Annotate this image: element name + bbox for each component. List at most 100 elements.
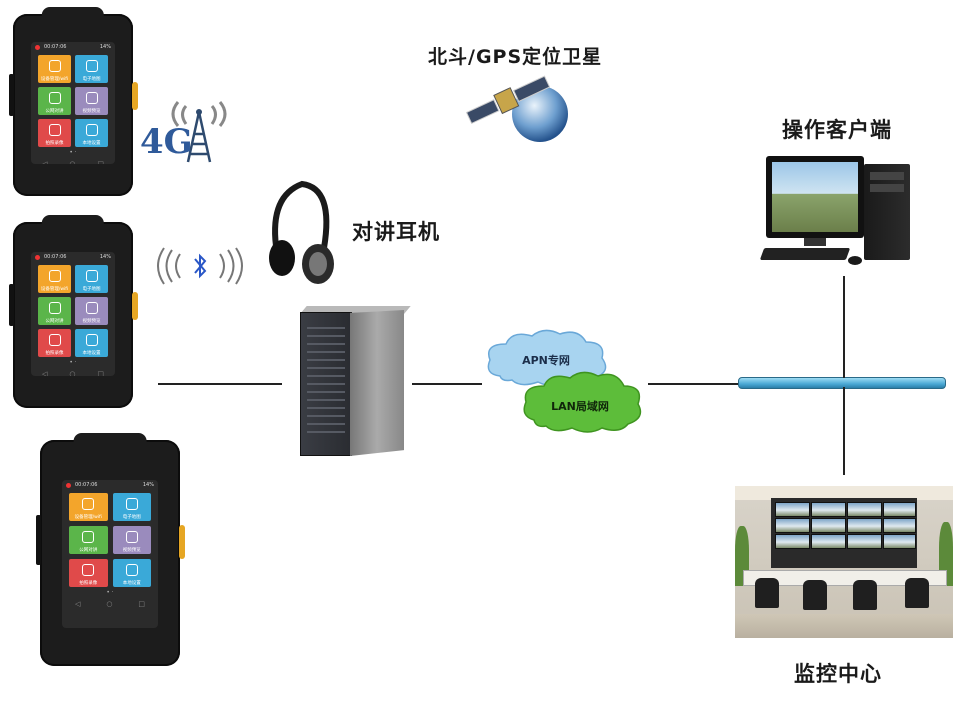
network-bus-bar bbox=[738, 377, 946, 389]
device-time: 00:07:06 bbox=[75, 482, 98, 488]
app-tile-label: 设备管理/wifi bbox=[74, 515, 102, 520]
app-tile[interactable]: 本地设置 bbox=[112, 559, 151, 587]
app-tile-label: 电子地图 bbox=[82, 287, 101, 292]
app-grid: 设备管理/wifi 电子地图公网对讲 视频预览拍照录像 本地设置 bbox=[31, 52, 115, 147]
app-tile-label: 设备管理/wifi bbox=[40, 287, 69, 292]
app-tile-label: 电子地图 bbox=[122, 515, 141, 520]
app-tile-label: 视频预览 bbox=[82, 319, 101, 324]
app-grid: 设备管理/wifi 电子地图公网对讲 视频预览拍照录像 本地设置 bbox=[62, 490, 158, 587]
nav-button[interactable]: □ bbox=[97, 160, 104, 164]
app-tile-label: 本地设置 bbox=[82, 351, 101, 356]
app-icon bbox=[82, 564, 95, 576]
app-tile[interactable]: 公网对讲 bbox=[38, 297, 71, 325]
app-tile[interactable]: 视频预览 bbox=[75, 297, 108, 325]
body-camera-device-3: 00:07:06 14% 设备管理/wifi 电子地图公网对讲 视频预览拍照录像 本地设… bbox=[36, 433, 185, 666]
device-time: 00:07:06 bbox=[44, 254, 67, 260]
nav-button[interactable]: ○ bbox=[69, 160, 76, 164]
app-icon bbox=[82, 498, 95, 510]
app-tile[interactable]: 拍照录像 bbox=[69, 559, 108, 587]
app-tile-label: 拍照录像 bbox=[45, 141, 64, 146]
app-tile[interactable]: 设备管理/wifi bbox=[69, 493, 108, 521]
lan-network-cloud: LAN局域网 bbox=[518, 368, 646, 436]
apn-network-cloud: APN专网 bbox=[482, 326, 612, 390]
client-label: 操作客户端 bbox=[782, 118, 892, 142]
body-camera-device-1: 00:07:06 14% 设备管理/wifi 电子地图公网对讲 视频预览拍照录像 本地设… bbox=[9, 7, 138, 196]
app-icon bbox=[48, 334, 61, 346]
battery-level: 14% bbox=[142, 482, 154, 488]
app-tile-label: 拍照录像 bbox=[45, 351, 64, 356]
app-tile[interactable]: 电子地图 bbox=[75, 265, 108, 293]
app-icon bbox=[85, 302, 98, 314]
link-bus-client bbox=[843, 276, 845, 378]
link-bus-monitoring bbox=[843, 387, 845, 475]
battery-level: 14% bbox=[99, 254, 111, 260]
app-tile[interactable]: 视频预览 bbox=[75, 87, 108, 115]
app-tile-label: 本地设置 bbox=[82, 141, 101, 146]
nav-button[interactable]: ○ bbox=[106, 600, 113, 608]
pc-tower bbox=[864, 164, 910, 260]
lan-label: LAN局域网 bbox=[551, 399, 609, 413]
app-tile-label: 视频预览 bbox=[122, 548, 141, 553]
app-tile[interactable]: 设备管理/wifi bbox=[38, 265, 71, 293]
nav-button[interactable]: ◁ bbox=[74, 600, 81, 608]
device-time: 00:07:06 bbox=[44, 44, 67, 50]
app-icon bbox=[85, 270, 98, 282]
app-tile[interactable]: 本地设置 bbox=[75, 329, 108, 357]
app-tile[interactable]: 拍照录像 bbox=[38, 329, 71, 357]
app-tile[interactable]: 电子地图 bbox=[112, 493, 151, 521]
app-grid: 设备管理/wifi 电子地图公网对讲 视频预览拍照录像 本地设置 bbox=[31, 262, 115, 357]
app-tile-label: 公网对讲 bbox=[79, 548, 98, 553]
app-tile[interactable]: 设备管理/wifi bbox=[38, 55, 71, 83]
device-screen: 00:07:06 14% 设备管理/wifi 电子地图公网对讲 视频预览拍照录像 本地设… bbox=[31, 42, 115, 164]
pc-monitor bbox=[766, 156, 864, 238]
app-icon bbox=[48, 92, 61, 104]
network-4g-badge: 4G bbox=[138, 100, 238, 170]
device-screen: 00:07:06 14% 设备管理/wifi 电子地图公网对讲 视频预览拍照录像 本地设… bbox=[31, 252, 115, 376]
app-icon bbox=[48, 270, 61, 282]
nav-button[interactable]: ◁ bbox=[41, 370, 48, 376]
record-dot-icon bbox=[35, 254, 40, 260]
nav-bar: ◁ ○ □ bbox=[31, 370, 115, 376]
app-icon bbox=[82, 531, 95, 543]
app-tile[interactable]: 本地设置 bbox=[75, 119, 108, 147]
pc-mouse bbox=[848, 256, 862, 265]
app-tile[interactable]: 电子地图 bbox=[75, 55, 108, 83]
app-icon bbox=[85, 60, 98, 72]
device-screen: 00:07:06 14% 设备管理/wifi 电子地图公网对讲 视频预览拍照录像 本地设… bbox=[62, 480, 158, 628]
satellite-icon bbox=[462, 72, 574, 146]
nav-button[interactable]: □ bbox=[138, 600, 145, 608]
app-tile[interactable]: 视频预览 bbox=[112, 526, 151, 554]
nav-button[interactable]: ◁ bbox=[41, 160, 48, 164]
bluetooth-icon bbox=[194, 253, 207, 279]
link-cloud-bus bbox=[648, 383, 740, 385]
battery-level: 14% bbox=[99, 44, 111, 50]
nav-bar: ◁ ○ □ bbox=[31, 160, 115, 164]
nav-bar: ◁ ○ □ bbox=[62, 600, 158, 608]
network-4g-label: 4G bbox=[140, 122, 193, 162]
operator-pc bbox=[756, 152, 916, 270]
link-devices-server bbox=[158, 383, 282, 385]
app-tile-label: 视频预览 bbox=[82, 109, 101, 114]
app-tile-label: 拍照录像 bbox=[79, 581, 98, 586]
app-tile[interactable]: 公网对讲 bbox=[38, 87, 71, 115]
app-icon bbox=[48, 60, 61, 72]
bluetooth-signal bbox=[150, 246, 250, 286]
app-tile-label: 设备管理/wifi bbox=[40, 77, 69, 82]
app-tile[interactable]: 公网对讲 bbox=[69, 526, 108, 554]
monitoring-center-image bbox=[735, 486, 953, 638]
antenna-icon bbox=[171, 101, 227, 163]
app-tile[interactable]: 拍照录像 bbox=[38, 119, 71, 147]
monitoring-label: 监控中心 bbox=[794, 662, 882, 686]
app-tile-label: 电子地图 bbox=[82, 77, 101, 82]
nav-button[interactable]: ○ bbox=[69, 370, 76, 376]
app-tile-label: 公网对讲 bbox=[45, 109, 64, 114]
headset-label: 对讲耳机 bbox=[352, 220, 440, 244]
apn-label: APN专网 bbox=[522, 353, 570, 367]
app-icon bbox=[125, 564, 138, 576]
app-tile-label: 本地设置 bbox=[122, 581, 141, 586]
body-camera-device-2: 00:07:06 14% 设备管理/wifi 电子地图公网对讲 视频预览拍照录像 本地设… bbox=[9, 215, 138, 408]
app-icon bbox=[85, 334, 98, 346]
nav-button[interactable]: □ bbox=[97, 370, 104, 376]
pc-keyboard bbox=[759, 248, 851, 260]
app-tile-label: 公网对讲 bbox=[45, 319, 64, 324]
